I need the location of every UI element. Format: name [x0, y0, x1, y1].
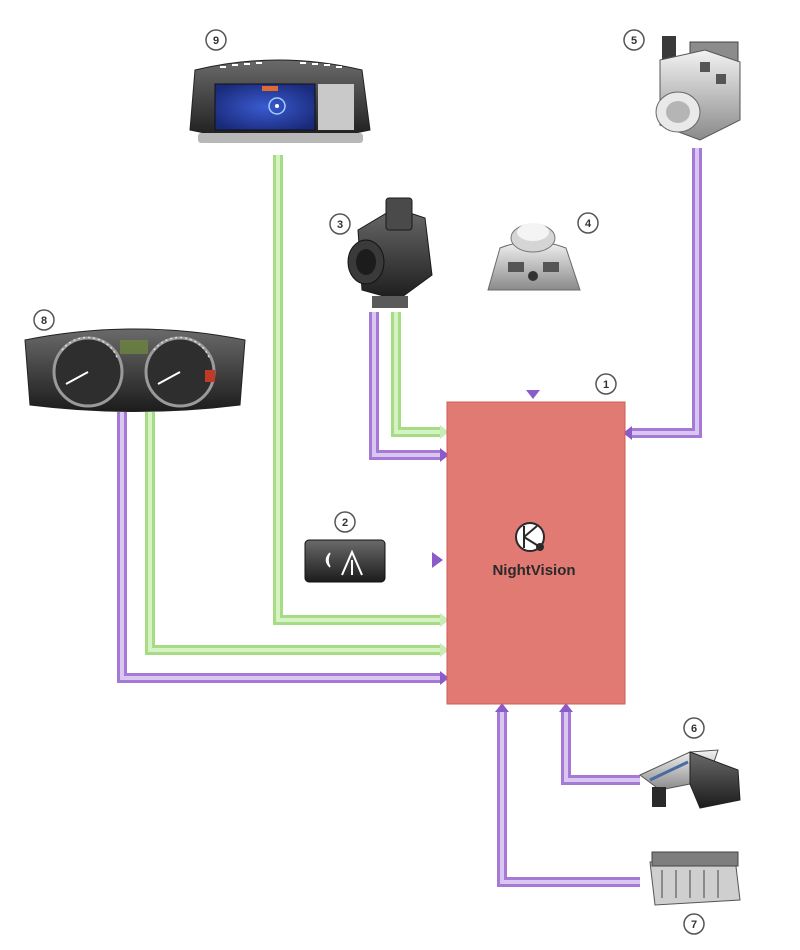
line-cluster-green-to-ecu — [145, 412, 440, 655]
instrument-cluster — [24, 328, 246, 412]
arrow-cluster-green — [440, 643, 449, 657]
line-abs-to-ecu — [632, 148, 702, 438]
badges: 1 2 3 4 5 6 7 8 — [33, 29, 705, 935]
badge-5-number: 5 — [631, 35, 637, 47]
badge-3-number: 3 — [337, 219, 343, 231]
night-vision-switch — [304, 539, 386, 583]
arrow-abs — [623, 426, 632, 440]
line-ecu-to-sensor — [561, 710, 640, 785]
badge-8: 8 — [33, 309, 55, 331]
night-vision-logo-icon — [515, 522, 545, 552]
badge-4: 4 — [577, 212, 599, 234]
badge-8-number: 8 — [41, 315, 47, 327]
arrow-camera-green — [440, 425, 449, 439]
sensor — [639, 749, 741, 809]
controller-knob — [487, 223, 581, 291]
badge-3: 3 — [329, 213, 351, 235]
badge-9-number: 9 — [213, 35, 219, 47]
badge-7-number: 7 — [691, 919, 697, 931]
badge-7: 7 — [683, 913, 705, 935]
line-camera-green-to-ecu — [391, 312, 440, 437]
arrow-display — [440, 613, 449, 627]
arrow-cluster-purple — [440, 671, 449, 685]
electronic-module — [649, 851, 741, 906]
infrared-camera — [347, 197, 433, 308]
badge-6-number: 6 — [691, 723, 697, 735]
arrow-camera-purple — [440, 448, 449, 462]
badge-2-number: 2 — [342, 517, 348, 529]
arrow-switch — [432, 552, 443, 568]
ecu-label: NightVision — [492, 562, 575, 579]
badge-5: 5 — [623, 29, 645, 51]
arrow-sensor — [559, 703, 573, 712]
badge-9: 9 — [205, 29, 227, 51]
arrow-controller — [526, 390, 540, 399]
badge-4-number: 4 — [585, 218, 592, 230]
badge-6: 6 — [683, 717, 705, 739]
night-vision-control-unit: NightVision — [446, 401, 626, 705]
abs-module — [655, 36, 741, 141]
badge-2: 2 — [334, 511, 356, 533]
arrow-heads — [432, 390, 632, 712]
badge-1: 1 — [595, 373, 617, 395]
arrow-module7 — [495, 703, 509, 712]
badge-1-number: 1 — [603, 379, 609, 391]
central-display — [189, 59, 371, 143]
